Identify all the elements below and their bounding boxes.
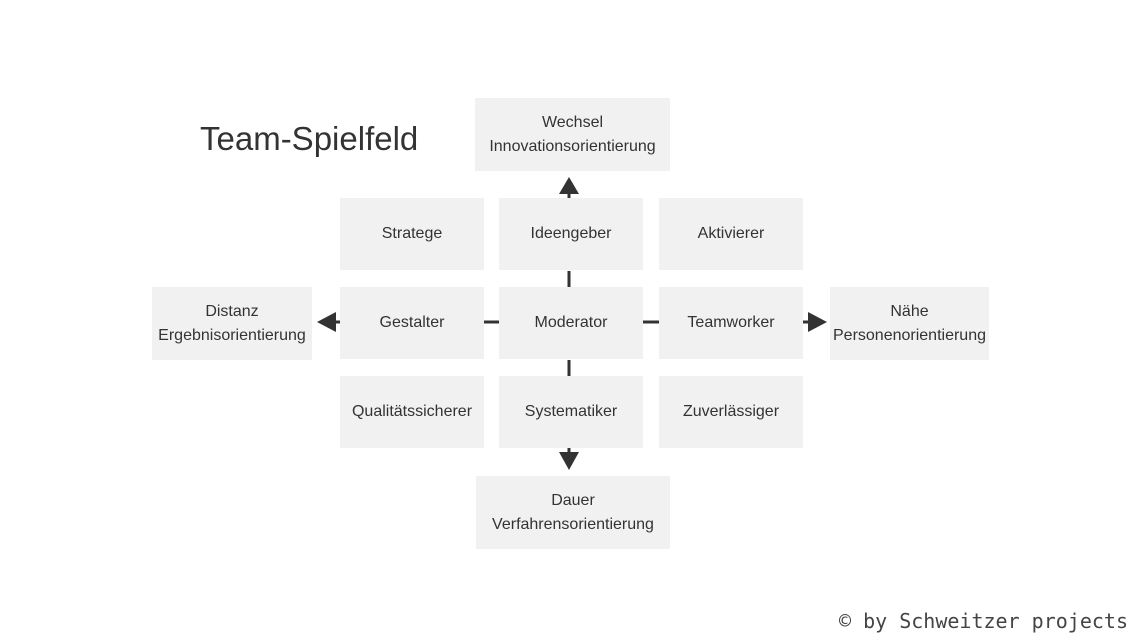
copyright-text: © by Schweitzer projects xyxy=(839,609,1128,633)
axis-right-line2: Personenorientierung xyxy=(833,326,986,344)
arrow-left-icon xyxy=(317,312,336,332)
diagram-title: Team-Spielfeld xyxy=(200,120,419,157)
axis-top-line2: Innovationsorientierung xyxy=(489,137,656,155)
axis-right-line1: Nähe xyxy=(890,302,929,320)
role-ideengeber: Ideengeber xyxy=(499,198,643,270)
axis-top-box: Wechsel Innovationsorientierung xyxy=(475,98,670,171)
axis-bottom-box: Dauer Verfahrensorientierung xyxy=(476,476,670,549)
role-systematiker: Systematiker xyxy=(499,376,643,448)
role-gestalter: Gestalter xyxy=(340,287,484,359)
axis-left-box: Distanz Ergebnisorientierung xyxy=(152,287,312,360)
arrow-right-icon xyxy=(808,312,827,332)
axis-left-line1: Distanz xyxy=(205,302,259,320)
role-zuverlaessiger: Zuverlässiger xyxy=(659,376,803,448)
arrow-up-icon xyxy=(559,177,579,194)
axis-bottom-line2: Verfahrensorientierung xyxy=(492,515,654,533)
role-moderator: Moderator xyxy=(499,287,643,359)
axis-top-line1: Wechsel xyxy=(541,113,604,131)
role-stratege: Stratege xyxy=(340,198,484,270)
axis-bottom-line1: Dauer xyxy=(551,491,595,509)
role-aktivierer: Aktivierer xyxy=(659,198,803,270)
role-teamworker: Teamworker xyxy=(659,287,803,359)
axis-right-box: Nähe Personenorientierung xyxy=(830,287,989,360)
role-qualitaetssicherer: Qualitätssicherer xyxy=(340,376,484,448)
arrow-down-icon xyxy=(559,452,579,470)
axis-left-line2: Ergebnisorientierung xyxy=(158,326,306,344)
